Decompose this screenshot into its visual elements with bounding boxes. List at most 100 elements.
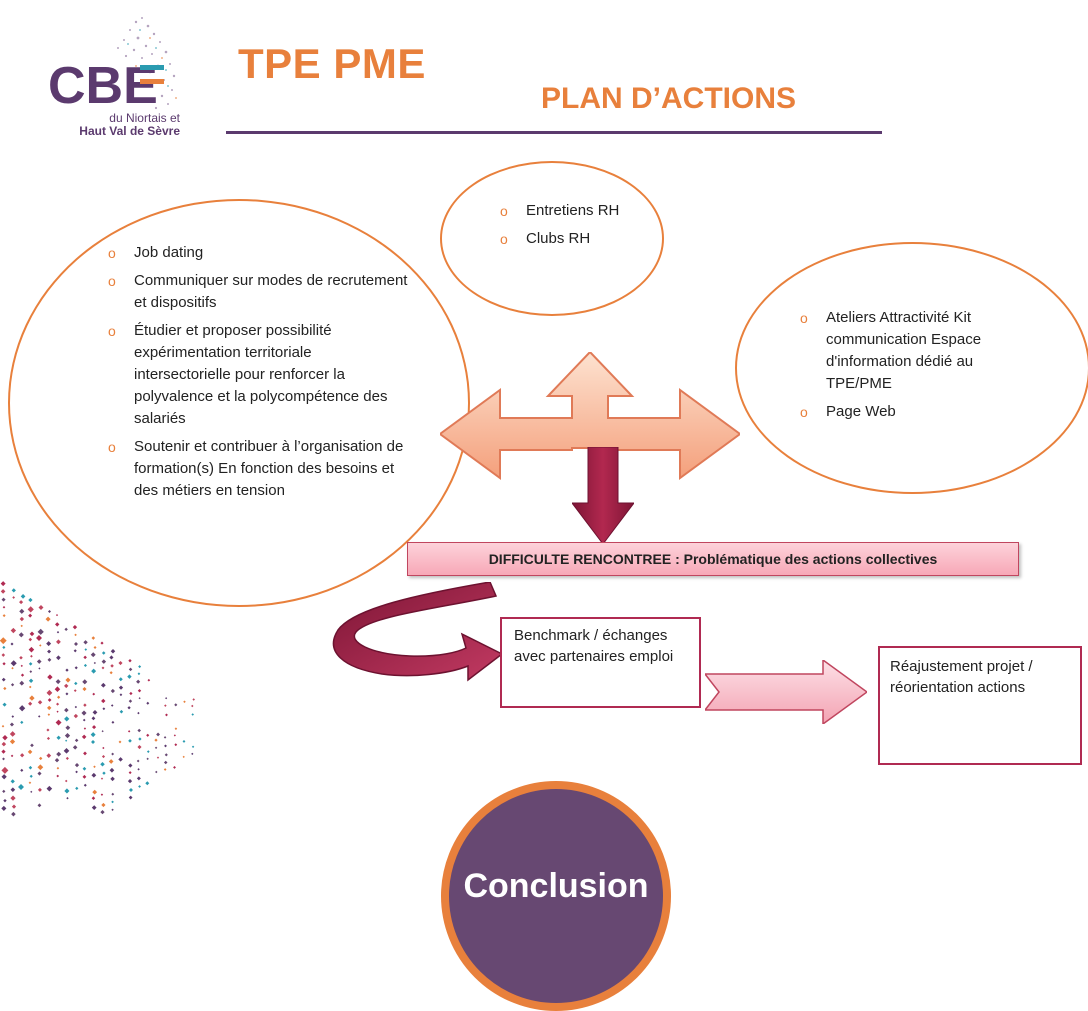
decorative-dot [56,631,60,634]
decorative-dot [1,725,5,728]
circle-bullet-icon: o [108,245,116,261]
decorative-dot [1,749,6,754]
decorative-dot [192,698,195,701]
decorative-dot [163,736,167,739]
decorative-dot [127,706,131,710]
decorative-dot [65,756,69,760]
decorative-dot [74,641,78,646]
decorative-dot [110,648,116,654]
decorative-dot [91,772,97,778]
decorative-dot [56,735,61,740]
decorative-dot [101,666,105,670]
decorative-dot [101,802,106,808]
decorative-dot [27,749,33,755]
decorative-dot [127,674,132,679]
decorative-dot [128,667,133,672]
decorative-dot [146,750,150,753]
decorative-dot [83,751,87,756]
decorative-dot [30,790,33,793]
decorative-dot [74,762,80,768]
decorative-dot [65,739,68,742]
decorative-dot [83,727,87,730]
decorative-dot [92,725,97,730]
decorative-dot [146,701,150,705]
decorative-dot [46,785,53,792]
decorative-dot [74,633,77,637]
decorative-dot [11,811,16,817]
decorative-dot [146,733,150,737]
decorative-dot [100,777,104,780]
decorative-dot [163,760,168,765]
decorative-dot [74,681,78,686]
decorative-dot [129,691,133,696]
decorative-dot [20,720,24,725]
decorative-dot [182,740,186,743]
decorative-dot [9,731,16,737]
decorative-dot [18,632,24,638]
decorative-dot [191,745,195,748]
decorative-dot [118,740,122,744]
decorative-dot [118,685,124,690]
decorative-dot [20,768,24,772]
decorative-dot [137,744,142,750]
decorative-dot [108,759,114,764]
conclusion-button[interactable]: Conclusion [441,781,671,1011]
readjust-box: Réajustement projet / réorientation acti… [878,646,1082,765]
decorative-dot [2,606,6,609]
decorative-dot [3,798,7,803]
decorative-dot [74,705,78,709]
decorative-dot [55,614,59,617]
decorative-dot [155,770,158,774]
decorative-dot [66,796,69,800]
decorative-dot [82,687,87,692]
decorative-dot [29,695,35,701]
decorative-dot [163,768,167,771]
decorative-dot [93,661,96,665]
decorative-dot [37,771,42,776]
list-item-text: Page Web [826,403,896,420]
circle-bullet-icon: o [108,439,116,455]
decorative-dot [36,635,42,641]
decorative-dot [2,734,8,741]
decorative-dot [93,765,96,769]
decorative-dot [11,715,15,718]
decorative-dot [100,682,106,688]
decorative-dot [92,692,96,696]
decorative-dot [1,766,9,774]
decorative-dot [83,783,87,787]
ellipse-left-actions [8,199,470,607]
decorative-dot [56,751,62,757]
decorative-dot [65,692,69,696]
decorative-dot [11,804,17,809]
decorative-dot [28,646,35,653]
decorative-dot [29,631,35,637]
decorative-dot [28,597,33,603]
decorative-dot [91,636,96,640]
decorative-dot [154,738,158,742]
decorative-dot [28,662,33,666]
decorative-dot [82,774,87,779]
decorative-dot [10,779,15,784]
decorative-dot [20,664,23,668]
decorative-dot [56,655,61,661]
page-title: TPE PME [238,40,426,87]
decorative-dot [1,774,7,780]
decorative-dot [72,745,78,750]
decorative-dot [138,665,142,669]
decorative-dot [101,659,107,664]
decorative-dot [136,679,141,684]
decorative-dot [128,795,133,800]
decorative-dot [19,705,26,712]
decorative-dot [20,673,25,677]
decorative-dot [46,728,50,732]
decorative-dot [64,779,68,783]
decorative-dot [101,698,106,704]
decorative-dot [2,702,7,707]
